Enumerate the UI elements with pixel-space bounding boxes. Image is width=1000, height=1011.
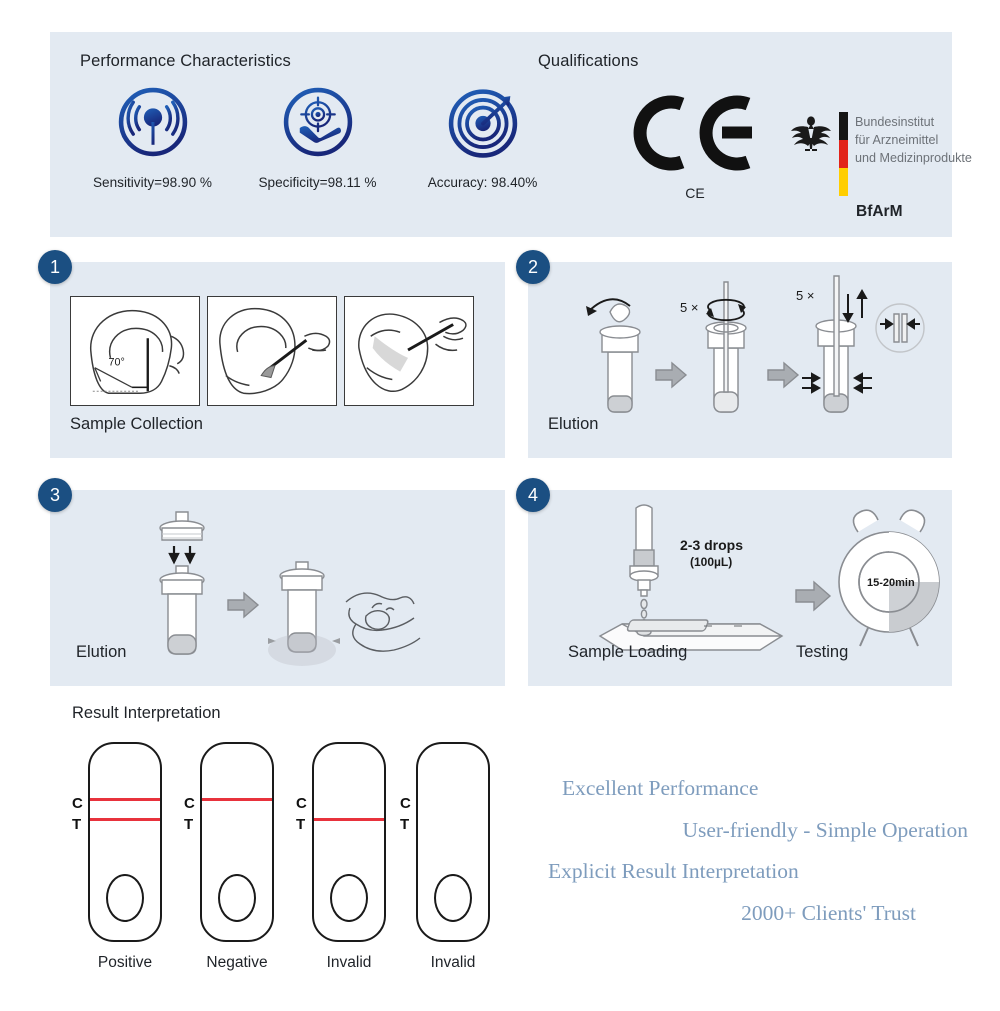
bfarm-line: für Arzneimittel	[855, 132, 939, 147]
result-cassettes: C T Positive C T Negative C T	[72, 742, 512, 987]
tagline: Excellent Performance	[562, 776, 759, 800]
result-label: Invalid	[326, 954, 372, 971]
cassette-strip: C T	[72, 742, 162, 942]
sample-well	[434, 874, 472, 922]
result-item-positive: C T Positive	[72, 742, 178, 972]
control-line	[90, 798, 160, 802]
metric-specificity: Specificity=98.11 %	[235, 84, 400, 190]
tagline: Explicit Result Interpretation	[548, 859, 799, 883]
c-label: C	[400, 795, 411, 812]
control-line	[202, 798, 272, 802]
ct-labels: C T	[72, 793, 83, 835]
cassette-strip: C T	[400, 742, 490, 942]
c-label: C	[72, 795, 83, 812]
step-panel-3: 3	[38, 478, 505, 686]
step-label-4-left: Sample Loading	[568, 643, 688, 661]
step-panel-1: 1 70°	[38, 250, 505, 458]
step-label-3: Elution	[76, 643, 127, 661]
result-label: Positive	[97, 954, 153, 971]
t-label: T	[184, 816, 194, 833]
step-label-1: Sample Collection	[70, 415, 203, 433]
metric-accuracy: Accuracy: 98.40%	[400, 84, 565, 190]
test-line	[314, 818, 384, 822]
step-label-4-right: Testing	[796, 643, 849, 661]
tagline: User-friendly - Simple Operation	[682, 817, 968, 842]
metric-caption: Accuracy: 98.40%	[427, 175, 538, 190]
step-badge-4: 4	[516, 478, 550, 512]
ct-labels: C T	[400, 793, 411, 835]
c-label: C	[184, 795, 195, 812]
sample-well	[330, 874, 368, 922]
sample-well	[106, 874, 144, 922]
test-line	[90, 818, 160, 822]
t-label: T	[72, 816, 82, 833]
taglines-block: Excellent Performance User-friendly - Si…	[548, 776, 968, 944]
performance-qualifications-panel: Performance Characteristics Qualificatio…	[50, 32, 972, 237]
german-flag-bar	[839, 112, 848, 196]
performance-title: Performance Characteristics	[80, 52, 291, 70]
bfarm-label: BfArM	[856, 203, 903, 220]
result-label: Invalid	[430, 954, 476, 971]
metric-caption: Sensitivity=98.90 %	[92, 175, 212, 190]
bfarm-line: Bundesinstitut	[855, 115, 935, 129]
step-badge-3: 3	[38, 478, 72, 512]
swab-nostril-illustration	[344, 296, 474, 406]
german-eagle-icon	[791, 116, 831, 151]
step-badge-1: 1	[38, 250, 72, 284]
t-label: T	[296, 816, 306, 833]
metrics-row: Sensitivity=98.90 % Specificity=98.11 %	[70, 84, 565, 190]
target-hand-icon	[280, 84, 356, 160]
ct-labels: C T	[184, 793, 195, 835]
t-label: T	[400, 816, 410, 833]
result-label: Negative	[206, 954, 268, 971]
swab-insertion-illustration	[207, 296, 337, 406]
metric-sensitivity: Sensitivity=98.90 %	[70, 84, 235, 190]
step-badge-2: 2	[516, 250, 550, 284]
ce-mark-icon	[633, 95, 752, 171]
bfarm-line: und Medizinprodukte	[855, 150, 972, 165]
result-item-invalid-none: C T Invalid	[400, 742, 506, 972]
qualifications-title: Qualifications	[538, 52, 639, 70]
result-interpretation-title: Result Interpretation	[72, 704, 221, 722]
result-item-invalid-t-only: C T Invalid	[296, 742, 402, 972]
ce-mark-block: CE	[625, 94, 765, 201]
sample-well	[218, 874, 256, 922]
bullseye-arrow-icon	[445, 84, 521, 160]
tagline: 2000+ Clients' Trust	[741, 900, 916, 925]
step-label-2: Elution	[548, 415, 599, 433]
ce-label: CE	[685, 185, 705, 201]
signal-waves-icon	[115, 84, 191, 160]
svg-text:70°: 70°	[108, 357, 124, 369]
sample-collection-images: 70°	[70, 296, 474, 406]
cassette-strip: C T	[296, 742, 386, 942]
step-panel-4: 4	[516, 478, 952, 686]
step-panel-2: 2	[516, 250, 952, 458]
metric-caption: Specificity=98.11 %	[258, 175, 377, 190]
cassette-strip: C T	[184, 742, 274, 942]
bfarm-text: Bundesinstitut für Arzneimittel und Medi…	[855, 112, 972, 168]
swab-angle-illustration: 70°	[70, 296, 200, 406]
c-label: C	[296, 795, 307, 812]
ct-labels: C T	[296, 793, 307, 835]
result-item-negative: C T Negative	[184, 742, 290, 972]
bfarm-block: Bundesinstitut für Arzneimittel und Medi…	[790, 112, 975, 221]
